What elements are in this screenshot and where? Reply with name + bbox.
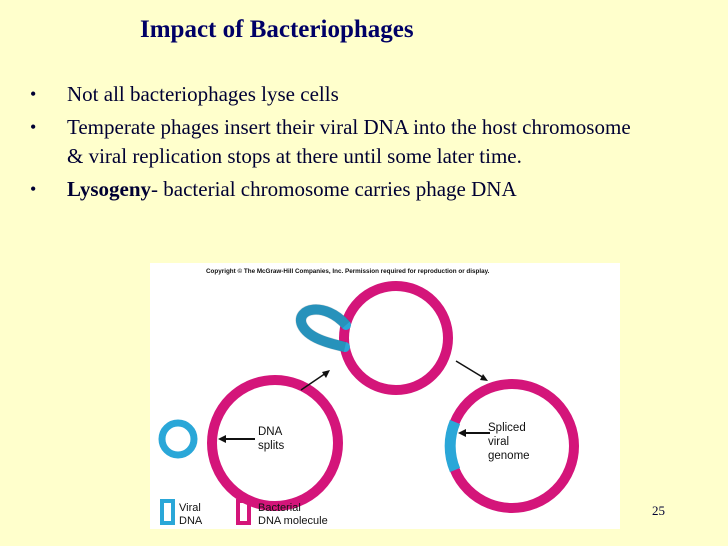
legend-bacterial-label-1: Bacterial: [258, 502, 301, 514]
lysogeny-figure: Copyright © The McGraw-Hill Companies, I…: [150, 263, 620, 529]
bullet-list: • Not all bacteriophages lyse cells • Te…: [30, 80, 650, 208]
bullet-text: - bacterial chromosome carries phage DNA: [151, 177, 517, 201]
bullet-text: Not all bacteriophages lyse cells: [67, 82, 339, 106]
bullet-dot-icon: •: [30, 117, 37, 137]
legend-bacterial-label-2: DNA molecule: [258, 515, 328, 527]
label-dna: DNA: [258, 426, 283, 438]
arrow-head-icon: [458, 429, 466, 437]
slide-title: Impact of Bacteriophages: [140, 16, 414, 43]
arrow-head-icon: [322, 370, 330, 378]
legend-viral-label-1: Viral: [179, 502, 201, 514]
legend-viral-label-2: DNA: [179, 515, 203, 527]
bacterial-dna-ring: [445, 379, 579, 513]
label-spliced: Spliced: [488, 422, 526, 434]
label-viral: viral: [488, 436, 509, 448]
process-arrows: [300, 360, 488, 391]
bacterial-dna-ring: [339, 281, 453, 395]
viral-dna-loop: [296, 304, 351, 352]
arrow-line: [300, 372, 327, 391]
lysogeny-diagram: Copyright © The McGraw-Hill Companies, I…: [158, 267, 579, 527]
spliced-viral-segment: [444, 419, 461, 473]
legend-viral-swatch: [160, 499, 175, 525]
bacterial-chromosome-left: DNA splits: [158, 375, 343, 511]
viral-dna-ring: [158, 419, 198, 459]
legend-bacterial-swatch: [236, 499, 251, 525]
label-splits: splits: [258, 440, 284, 452]
label-genome: genome: [488, 450, 530, 462]
arrow-head-icon: [480, 374, 488, 381]
arrow-head-icon: [218, 435, 226, 443]
viral-dna-loop-outline: [295, 304, 351, 353]
copyright-notice: Copyright © The McGraw-Hill Companies, I…: [206, 267, 490, 275]
bullet-dot-icon: •: [30, 84, 37, 104]
bullet-bold-term: Lysogeny: [67, 177, 152, 201]
bacterial-dna-ring: [207, 375, 343, 511]
bullet-item: • Not all bacteriophages lyse cells: [30, 80, 650, 109]
arrow-line: [455, 360, 485, 379]
page-number: 25: [652, 503, 665, 518]
bullet-item: • Temperate phages insert their viral DN…: [30, 113, 650, 171]
bullet-text: Temperate phages insert their viral DNA …: [67, 115, 631, 168]
bullet-dot-icon: •: [30, 179, 37, 199]
bacterial-chromosome-right: Spliced viral genome: [444, 379, 579, 513]
bullet-item: • Lysogeny- bacterial chromosome carries…: [30, 175, 650, 204]
bacterial-chromosome-top: [295, 281, 453, 395]
legend: Viral DNA Bacterial DNA molecule: [160, 499, 328, 527]
